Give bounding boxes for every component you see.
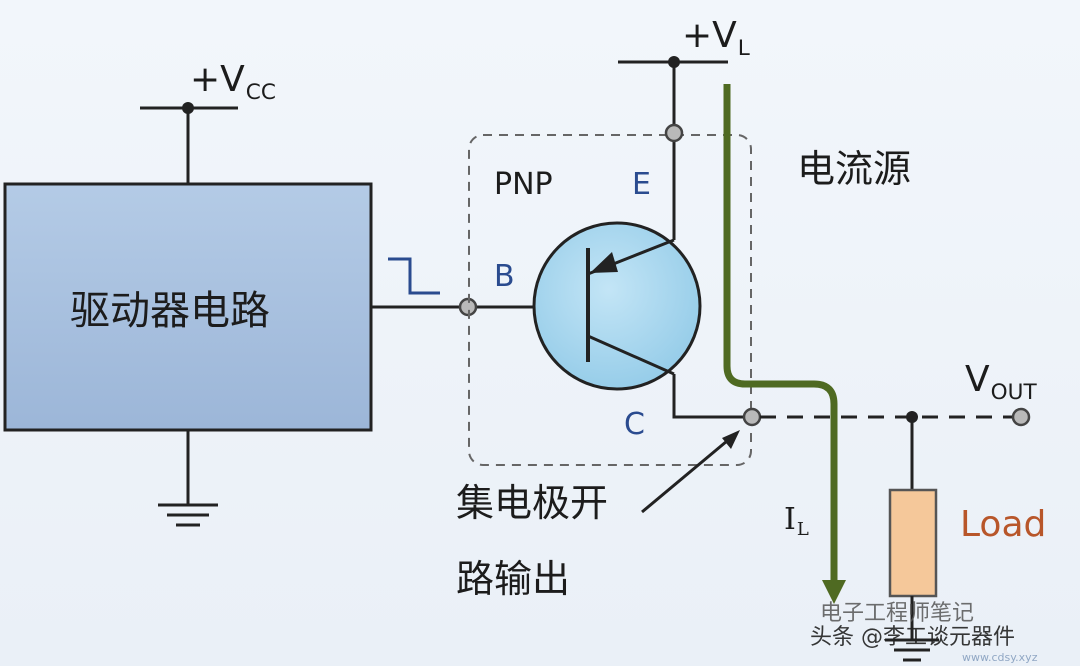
vcc-label: +VCC xyxy=(190,59,276,105)
collector-label: C xyxy=(624,407,645,442)
driver-block xyxy=(3,182,373,432)
pointer-arrowhead-icon xyxy=(722,430,740,449)
emitter-label: E xyxy=(632,167,651,202)
load-label: Load xyxy=(960,504,1047,545)
transistor-collector-leg xyxy=(587,334,675,376)
collector-wire xyxy=(672,374,752,419)
current-source-label: 电流源 xyxy=(797,147,912,191)
pulse-symbol xyxy=(388,257,440,295)
load-ground-icon xyxy=(885,638,939,662)
watermark-url: www.cdsy.xyz xyxy=(962,651,1038,664)
transistor-boundary xyxy=(468,134,752,466)
vout-label: VOUT xyxy=(965,359,1037,405)
vl-label: +VL xyxy=(682,15,750,61)
il-label: IL xyxy=(784,502,809,541)
current-path-arrow xyxy=(723,84,838,582)
collector-terminal xyxy=(742,407,762,427)
transistor-type-label: PNP xyxy=(494,167,553,202)
emitter-arrow-icon xyxy=(590,252,618,273)
watermark-line2: 头条 @李工谈元器件 xyxy=(810,625,1015,650)
current-arrowhead-icon xyxy=(822,580,846,604)
open-collector-label-line1: 集电极开 xyxy=(456,481,609,525)
load-resistor xyxy=(888,488,938,598)
open-collector-label-line2: 路输出 xyxy=(456,557,571,601)
driver-label: 驱动器电路 xyxy=(70,288,270,334)
open-collector-pointer xyxy=(641,434,734,514)
emitter-terminal xyxy=(664,123,684,143)
pnp-transistor xyxy=(532,221,702,391)
base-label: B xyxy=(494,259,515,294)
driver-ground-icon xyxy=(158,503,218,527)
watermark-line1: 电子工程师笔记 xyxy=(820,601,975,626)
vout-terminal xyxy=(1011,407,1031,427)
